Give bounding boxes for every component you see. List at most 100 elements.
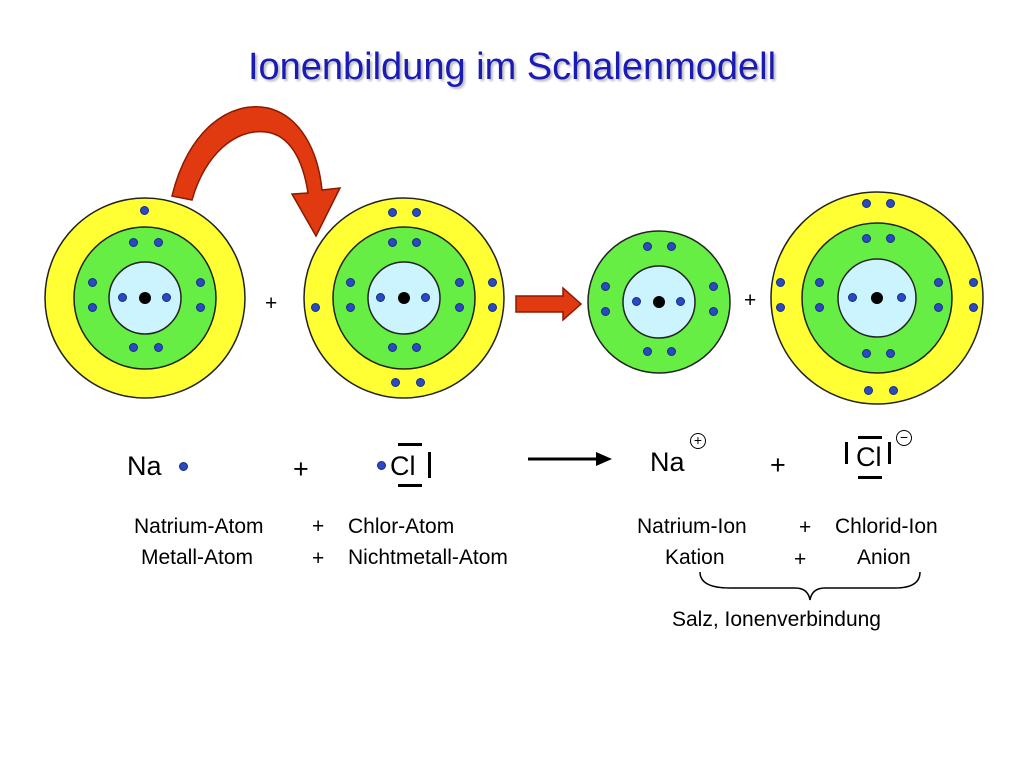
na-ion-charge: + xyxy=(690,433,706,449)
cl-ion-pair-top xyxy=(858,436,882,439)
reaction-arrow-red xyxy=(515,286,583,322)
cl-ion-pair-bottom xyxy=(858,476,882,479)
cl-pair-bottom xyxy=(398,484,422,487)
electron xyxy=(88,278,97,287)
plus-sign-ions: + xyxy=(744,289,757,312)
electron xyxy=(88,303,97,312)
formula-plus-left: + xyxy=(293,454,309,484)
electron xyxy=(154,238,163,247)
cl-pair-right xyxy=(428,452,431,478)
electron xyxy=(969,278,978,287)
electron xyxy=(196,278,205,287)
electron xyxy=(488,303,497,312)
cl-ion-pair-right xyxy=(888,442,891,464)
label-metall-atom: Metall-Atom xyxy=(141,546,254,569)
electron xyxy=(667,347,676,356)
electron xyxy=(129,238,138,247)
electron xyxy=(889,386,898,395)
electron xyxy=(886,349,895,358)
label-nichtmetall-atom: Nichtmetall-Atom xyxy=(348,546,508,569)
reaction-arrow-head xyxy=(596,452,612,466)
electron xyxy=(969,303,978,312)
electron xyxy=(776,278,785,287)
chlorine-nucleus xyxy=(398,292,410,304)
label-plus: + xyxy=(312,515,325,538)
cl-pair-top xyxy=(398,443,422,446)
electron xyxy=(346,303,355,312)
electron xyxy=(667,242,676,251)
electron xyxy=(455,278,464,287)
electron xyxy=(601,307,610,316)
electron xyxy=(934,278,943,287)
electron xyxy=(140,206,149,215)
salt-brace xyxy=(699,571,921,601)
electron xyxy=(897,293,906,302)
formula-na-ion-symbol: Na xyxy=(650,447,685,477)
electron xyxy=(118,293,127,302)
cl-ion-pair-left xyxy=(845,442,848,464)
electron xyxy=(886,234,895,243)
label-kation: Kation xyxy=(665,546,725,569)
electron xyxy=(196,303,205,312)
label-chlorid-ion: Chlorid-Ion xyxy=(835,515,938,538)
electron-transfer-arrow xyxy=(171,106,342,238)
formula-cl-ion-symbol: Cl xyxy=(856,442,882,472)
electron xyxy=(388,238,397,247)
sodium-ion-nucleus xyxy=(653,296,665,308)
label-plus: + xyxy=(794,548,807,571)
electron xyxy=(412,208,421,217)
cl-dot-left xyxy=(377,461,386,470)
chlorine-atom xyxy=(303,197,505,399)
electron xyxy=(154,343,163,352)
electron xyxy=(311,303,320,312)
electron xyxy=(388,208,397,217)
plus-sign-atoms: + xyxy=(265,292,278,315)
formula-na-symbol: Na xyxy=(127,451,162,481)
electron xyxy=(129,343,138,352)
na-valence-electron xyxy=(179,462,188,471)
electron xyxy=(934,303,943,312)
label-plus: + xyxy=(799,516,812,539)
slide-title: Ionenbildung im Schalenmodell xyxy=(247,46,777,88)
electron xyxy=(643,242,652,251)
chloride-nucleus xyxy=(871,292,883,304)
electron xyxy=(815,278,824,287)
electron xyxy=(488,278,497,287)
electron xyxy=(709,282,718,291)
electron xyxy=(864,386,873,395)
cl-ion-charge: − xyxy=(896,430,912,446)
electron xyxy=(455,303,464,312)
electron xyxy=(346,278,355,287)
electron xyxy=(421,293,430,302)
electron xyxy=(412,343,421,352)
electron xyxy=(862,349,871,358)
label-plus: + xyxy=(312,547,325,570)
electron xyxy=(776,303,785,312)
electron xyxy=(412,238,421,247)
electron xyxy=(643,347,652,356)
label-natrium-ion: Natrium-Ion xyxy=(637,515,747,538)
sodium-atom xyxy=(44,197,246,399)
electron xyxy=(162,293,171,302)
electron xyxy=(632,297,641,306)
formula-cl-symbol: Cl xyxy=(390,451,416,481)
electron xyxy=(416,378,425,387)
electron xyxy=(391,378,400,387)
electron xyxy=(815,303,824,312)
electron xyxy=(862,199,871,208)
electron xyxy=(676,297,685,306)
electron xyxy=(848,293,857,302)
sodium-nucleus xyxy=(139,292,151,304)
electron xyxy=(862,234,871,243)
electron xyxy=(388,343,397,352)
label-natrium-atom: Natrium-Atom xyxy=(134,515,264,538)
electron xyxy=(709,307,718,316)
sodium-ion xyxy=(587,230,731,374)
label-chlor-atom: Chlor-Atom xyxy=(348,515,455,538)
label-salt: Salz, Ionenverbindung xyxy=(672,608,881,631)
label-anion: Anion xyxy=(857,546,911,569)
formula-plus-right: + xyxy=(770,450,786,480)
electron xyxy=(376,293,385,302)
electron xyxy=(886,199,895,208)
